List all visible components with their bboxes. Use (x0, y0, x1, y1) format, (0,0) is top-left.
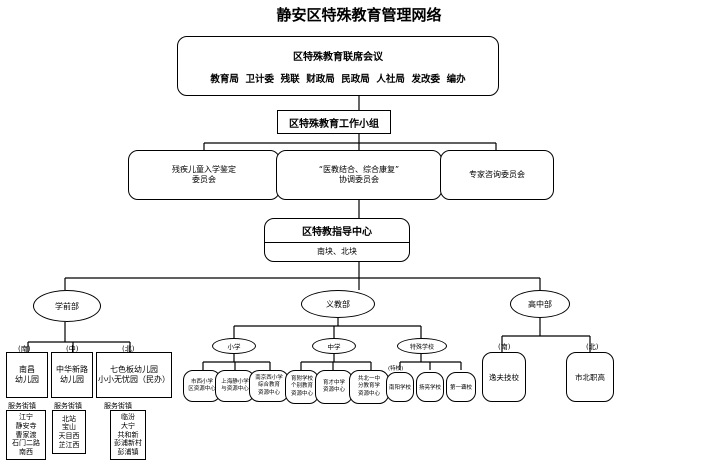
middle-unit-2: 育才中学 资源中心 (315, 370, 353, 404)
highschool-tag-north: (北) (586, 343, 599, 351)
preschool-tag-north: (北) (122, 345, 135, 353)
committee-expert-box: 专家咨询委员会 (440, 150, 554, 200)
committee-medical-education-box: “医教结合、综合康复” 协调委员会 (276, 150, 442, 200)
department-highschool: 高中部 (510, 290, 570, 318)
guidance-center-divider (265, 242, 409, 243)
middle-unit-3: 共北一中 分教育学 资源中心 (349, 370, 389, 404)
primary-unit-1: 市西小学 区资源中心 (183, 370, 221, 402)
primary-unit-2: 上海静小学 与资源中心 (215, 370, 255, 402)
service-label-south: 服务街镇 (8, 402, 36, 410)
special-unit-1: 南阳学校 (386, 372, 414, 402)
special-tag: (特校) (388, 366, 404, 372)
compulsory-group-special: 特殊学校 (397, 338, 447, 354)
working-group-box: 区特殊教育工作小组 (277, 110, 391, 134)
highschool-tag-south: (南) (498, 343, 511, 351)
preschool-tag-south: (南) (18, 345, 31, 353)
preschool-tag-middle: (中) (66, 345, 79, 353)
highschool-unit-south: 逸夫技校 (482, 352, 526, 402)
service-area-middle: 北站 宝山 天目西 芷江西 (52, 410, 86, 454)
committee-admission-box: 残疾儿童入学鉴定 委员会 (128, 150, 280, 200)
special-unit-2: 扬亮学校 (416, 372, 444, 402)
service-area-south: 江宁 静安寺 曹家渡 石门二路 南西 (6, 410, 46, 460)
page-title: 静安区特殊教育管理网络 (276, 6, 442, 24)
service-area-north: 临汾 大宁 共和新 彭浦新村 彭浦镇 (110, 410, 146, 460)
guidance-center-name: 区特教指导中心 (302, 227, 372, 238)
joint-meeting-name: 区特殊教育联席会议 (293, 51, 383, 63)
joint-meeting-box: 区特殊教育联席会议 教育局 卫计委 残联 财政局 民政局 人社局 发改委 编办 (177, 36, 499, 96)
guidance-center-sub: 南块、北块 (317, 247, 357, 256)
joint-meeting-members: 教育局 卫计委 残联 财政局 民政局 人社局 发改委 编办 (210, 73, 466, 85)
guidance-center-box: 区特教指导中心 南块、北块 (264, 218, 410, 262)
compulsory-group-primary: 小学 (212, 338, 256, 354)
department-preschool: 学前部 (33, 290, 101, 322)
preschool-unit-north: 七色板幼儿园 小小无忧园（民办） (96, 352, 172, 398)
preschool-unit-south: 南昌 幼儿园 (6, 352, 48, 398)
primary-unit-3: 南京西小学 综合教育 资源中心 (249, 370, 289, 402)
middle-unit-1: 育附学校 个别教育 资源中心 (285, 370, 319, 404)
special-unit-3: 第一聋校 (446, 372, 476, 402)
highschool-unit-north: 市北职高 (566, 352, 614, 402)
department-compulsory: 义教部 (301, 290, 375, 318)
preschool-unit-middle: 中华新路 幼儿园 (51, 352, 93, 398)
service-label-north: 服务街镇 (104, 402, 132, 410)
compulsory-group-middle: 中学 (312, 338, 356, 354)
service-label-middle: 服务街镇 (54, 402, 82, 410)
